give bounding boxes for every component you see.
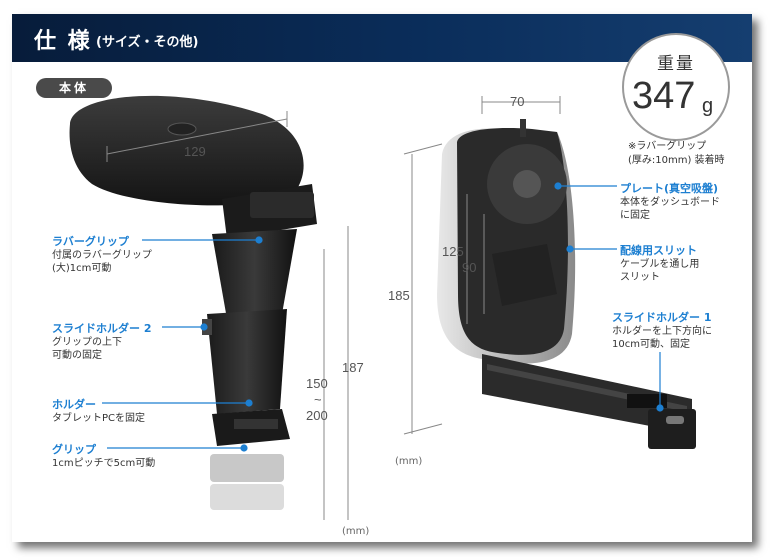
callout-grip-title: グリップ (52, 443, 96, 456)
desc-line: に固定 (620, 210, 650, 221)
dim-right-a: 125 (442, 244, 464, 259)
dim-right-b: 90 (462, 260, 477, 275)
callout-rubber-grip-desc: 付属のラバーグリップ (大)1cm可動 (52, 249, 152, 275)
product-illustration (69, 95, 696, 520)
weight-label: 重量 (657, 54, 695, 74)
callout-rubber-grip-title: ラバーグリップ (52, 235, 129, 248)
callout-slide-holder-1-title: スライドホルダー 1 (612, 311, 712, 324)
dim-left-range-top: 150 (306, 376, 328, 391)
callout-slit-title: 配線用スリット (620, 244, 697, 257)
callout-slide-holder-2-desc: グリップの上下 可動の固定 (52, 336, 122, 362)
weight-note-line: ※ラバーグリップ (628, 141, 707, 152)
desc-line: (大)1cm可動 (52, 263, 112, 274)
callout-slide-holder-1-desc: ホルダーを上下方向に 10cm可動、固定 (612, 325, 712, 351)
dim-right-unit: (mm) (395, 456, 423, 467)
desc-line: グリップの上下 (52, 337, 122, 348)
dim-left-unit: (mm) (342, 526, 370, 537)
weight-unit: g (702, 95, 714, 117)
desc-line: 付属のラバーグリップ (52, 250, 152, 261)
weight-badge: 重量 347 g (622, 33, 730, 141)
callout-holder-desc: タブレットPCを固定 (52, 412, 145, 425)
left-device-image (69, 95, 317, 510)
dim-left-width: 129 (184, 144, 206, 159)
callout-holder-title: ホルダー (52, 398, 96, 411)
callout-slide-holder-2-title: スライドホルダー 2 (52, 322, 152, 335)
callout-lines (102, 182, 664, 452)
weight-value: 347 (632, 75, 696, 117)
dim-right-width: 70 (510, 94, 525, 109)
desc-line: スリット (620, 272, 660, 283)
dim-right-height: 185 (388, 288, 410, 303)
desc-line: タブレットPCを固定 (52, 413, 146, 424)
callout-grip-desc: 1cmピッチで5cm可動 (52, 457, 155, 470)
dim-left-range-bottom: 200 (306, 408, 328, 423)
right-device-image (437, 119, 696, 449)
weight-note-line: (厚み:10mm) 装着時 (628, 155, 725, 166)
desc-line: 可動の固定 (52, 350, 102, 361)
dim-left-height: 187 (342, 360, 364, 375)
page-subtitle: (サイズ・その他) (96, 35, 199, 50)
desc-line: ホルダーを上下方向に (612, 326, 712, 337)
desc-line: ケーブルを通し用 (620, 259, 700, 270)
section-label: 本体 (36, 78, 112, 98)
callout-plate-title: プレート(真空吸盤) (620, 182, 719, 195)
weight-note: ※ラバーグリップ (厚み:10mm) 装着時 (628, 140, 725, 168)
dim-left-range-sep: ~ (314, 392, 322, 407)
page-title: 仕 様 (34, 29, 92, 54)
spec-panel: 仕 様 (サイズ・その他) 本体 (12, 14, 752, 542)
callout-plate-desc: 本体をダッシュボード に固定 (620, 196, 720, 222)
desc-line: 本体をダッシュボード (620, 197, 720, 208)
callout-slit-desc: ケーブルを通し用 スリット (620, 258, 699, 284)
header-bar: 仕 様 (サイズ・その他) (12, 14, 752, 62)
desc-line: 1cmピッチで5cm可動 (52, 458, 156, 469)
desc-line: 10cm可動、固定 (612, 339, 690, 350)
dimension-lines (106, 96, 561, 520)
